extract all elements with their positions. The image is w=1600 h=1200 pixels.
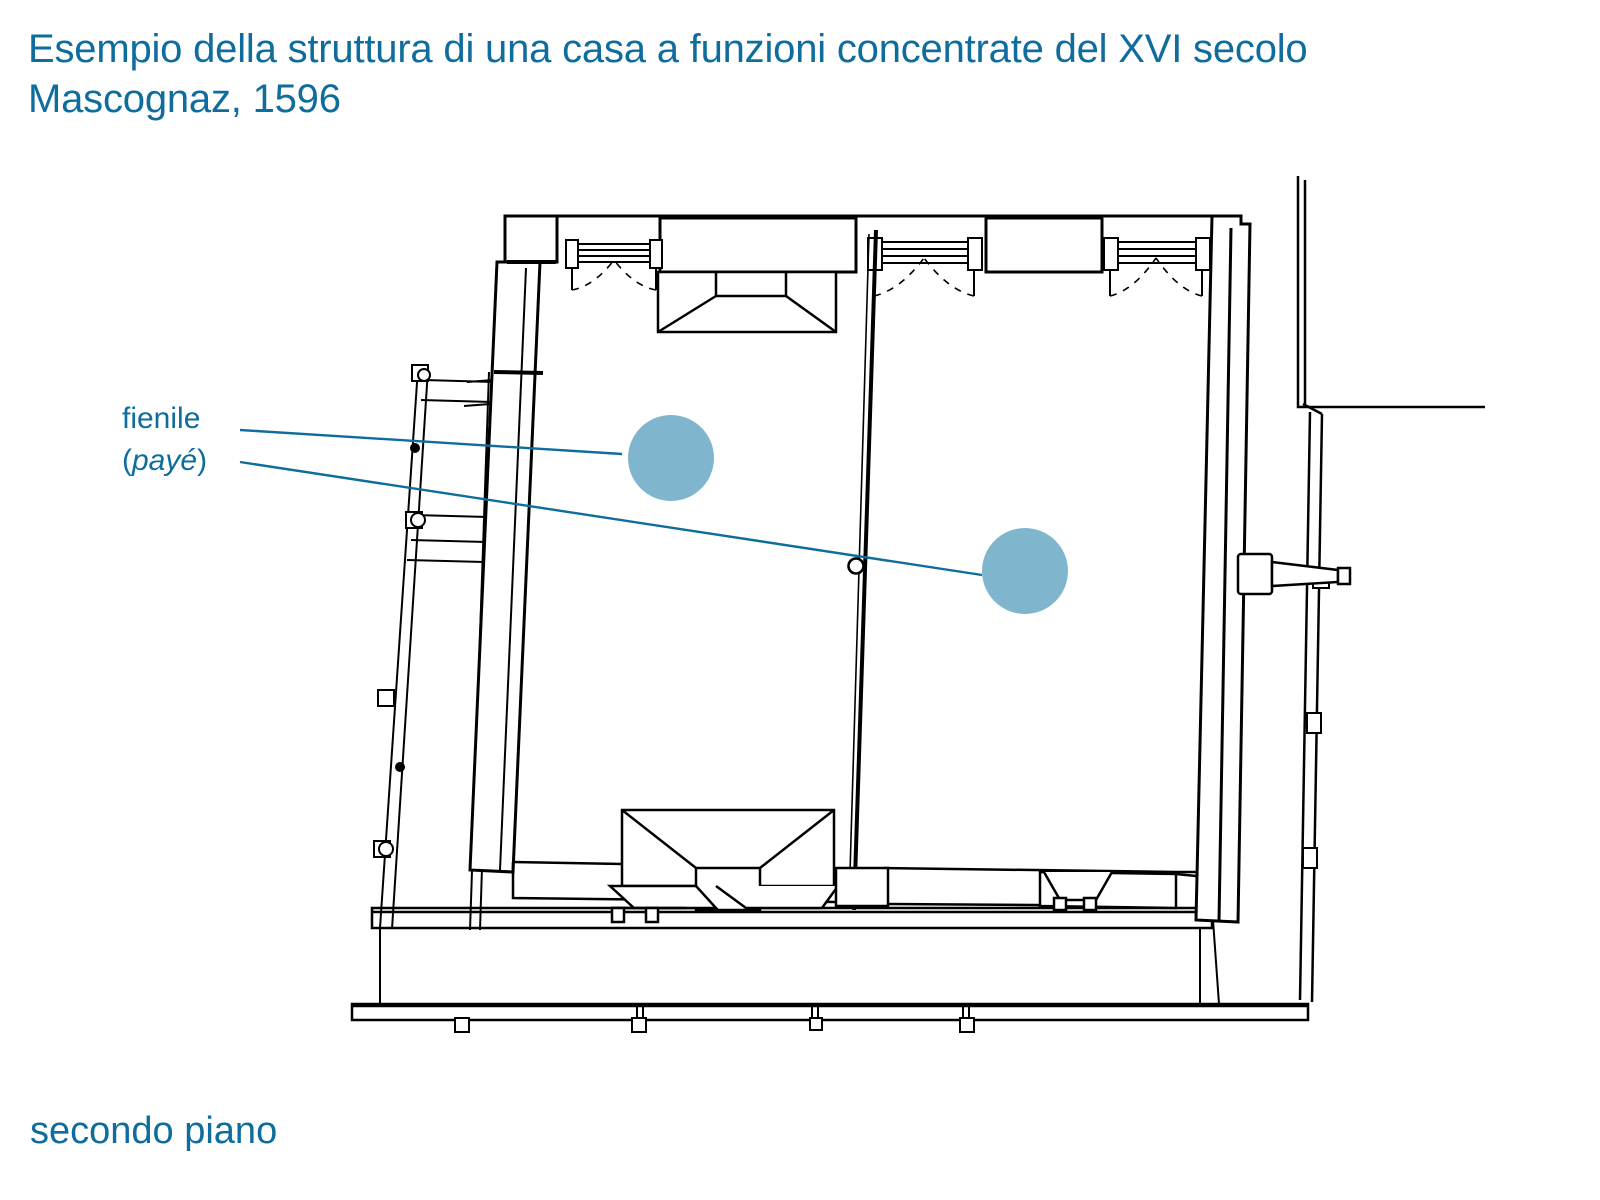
floor-caption: secondo piano — [30, 1110, 278, 1152]
leader-line-1 — [239, 428, 623, 456]
wall-left-inner-line — [499, 267, 527, 871]
annotation-label-main: fienile — [122, 402, 201, 435]
annotation-label-sub: (payé) — [122, 440, 207, 482]
wall-right-bracket — [1236, 552, 1352, 596]
foundation-anchor-marks — [454, 1004, 975, 1033]
partition-wall-center — [852, 229, 878, 911]
floor-slab — [370, 906, 1214, 930]
flue-north — [656, 270, 838, 334]
opening-north-right-swing — [1109, 257, 1203, 297]
page-title: Esempio della struttura di una casa a fu… — [28, 24, 1548, 124]
wall-south-return — [1175, 872, 1197, 878]
external-stair-anchors — [373, 364, 431, 858]
opening-north-left — [565, 239, 663, 290]
annotation-layer — [239, 415, 1068, 614]
wall-right-outer — [1194, 214, 1252, 924]
wall-left-segment-top — [503, 214, 559, 264]
wall-left-joint — [493, 260, 556, 375]
title-line-2: Mascognaz, 1596 — [28, 77, 341, 121]
paren-open: ( — [122, 444, 132, 477]
opening-north-right — [1103, 237, 1211, 296]
hinge-node-icon — [847, 557, 865, 575]
gallery-right — [1296, 176, 1485, 1003]
room-marker-fienile-east — [982, 528, 1068, 614]
leader-line-2 — [239, 460, 983, 577]
wall-north — [556, 214, 1212, 274]
opening-north-left-swing — [571, 259, 657, 291]
sill-blocks-south — [834, 866, 1178, 912]
opening-west — [463, 379, 494, 407]
foundation-base — [350, 1002, 1310, 1022]
flue-south-base — [606, 884, 840, 924]
room-marker-fienile-west — [628, 415, 714, 501]
foundation-walls — [379, 918, 1220, 1005]
title-line-1: Esempio della struttura di una casa a fu… — [28, 27, 1308, 71]
annotation-fienile: fienile (payé) — [122, 398, 207, 482]
opening-north-center — [867, 237, 983, 296]
paren-close: ) — [197, 444, 208, 477]
opening-north-center-swing — [873, 257, 975, 297]
annotation-label-italic: payé — [132, 444, 198, 477]
